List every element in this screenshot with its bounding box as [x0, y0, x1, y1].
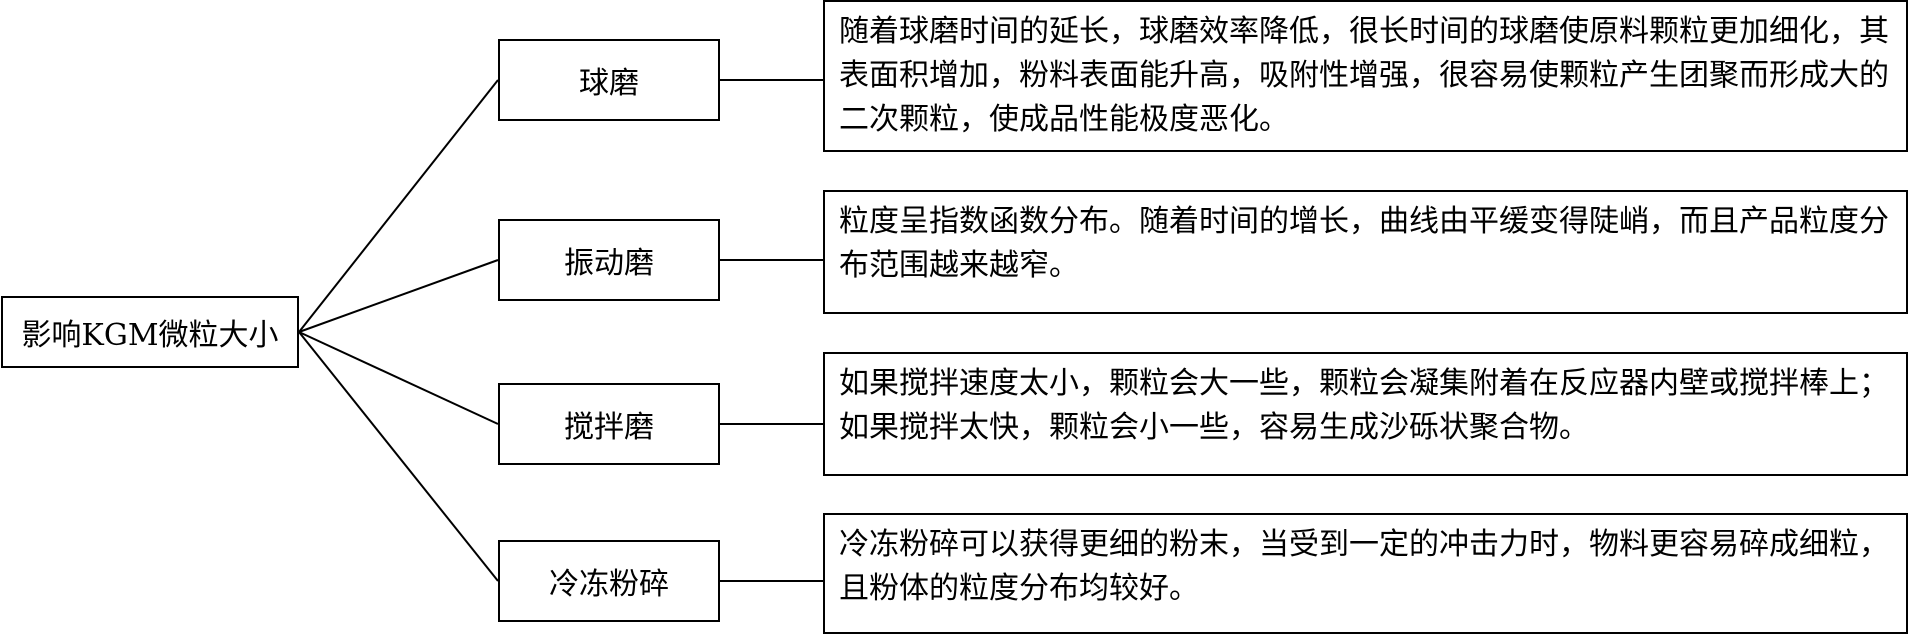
method-label: 冷冻粉碎: [549, 567, 669, 602]
method-node-vibration-mill: 振动磨: [498, 219, 720, 301]
description-box-ball-mill: 随着球磨时间的延长，球磨效率降低，很长时间的球磨使原料颗粒更加细化，其表面积增加…: [823, 0, 1908, 152]
method-label: 搅拌磨: [564, 410, 654, 445]
root-node: 影响KGM微粒大小: [1, 296, 299, 368]
method-label: 振动磨: [564, 246, 654, 281]
description-text: 如果搅拌速度太小，颗粒会大一些，颗粒会凝集附着在反应器内壁或搅拌棒上；如果搅拌太…: [839, 366, 1889, 445]
root-label: 影响KGM微粒大小: [21, 318, 279, 353]
description-box-stirring-mill: 如果搅拌速度太小，颗粒会大一些，颗粒会凝集附着在反应器内壁或搅拌棒上；如果搅拌太…: [823, 352, 1908, 476]
method-label: 球磨: [579, 66, 639, 101]
connector-root-to-stirring-mill: [298, 331, 499, 425]
connector-root-to-vibration-mill: [298, 259, 499, 333]
description-text: 冷冻粉碎可以获得更细的粉末，当受到一定的冲击力时，物料更容易碎成细粒，且粉体的粒…: [839, 527, 1889, 606]
description-text: 随着球磨时间的延长，球磨效率降低，很长时间的球磨使原料颗粒更加细化，其表面积增加…: [839, 14, 1889, 137]
description-box-vibration-mill: 粒度呈指数函数分布。随着时间的增长，曲线由平缓变得陡峭，而且产品粒度分布范围越来…: [823, 190, 1908, 314]
method-node-ball-mill: 球磨: [498, 39, 720, 121]
connector-root-to-freeze-crushing: [298, 331, 499, 582]
method-node-stirring-mill: 搅拌磨: [498, 383, 720, 465]
description-text: 粒度呈指数函数分布。随着时间的增长，曲线由平缓变得陡峭，而且产品粒度分布范围越来…: [839, 204, 1889, 283]
method-node-freeze-crushing: 冷冻粉碎: [498, 540, 720, 622]
description-box-freeze-crushing: 冷冻粉碎可以获得更细的粉末，当受到一定的冲击力时，物料更容易碎成细粒，且粉体的粒…: [823, 513, 1908, 634]
connector-root-to-ball-mill: [298, 79, 499, 333]
